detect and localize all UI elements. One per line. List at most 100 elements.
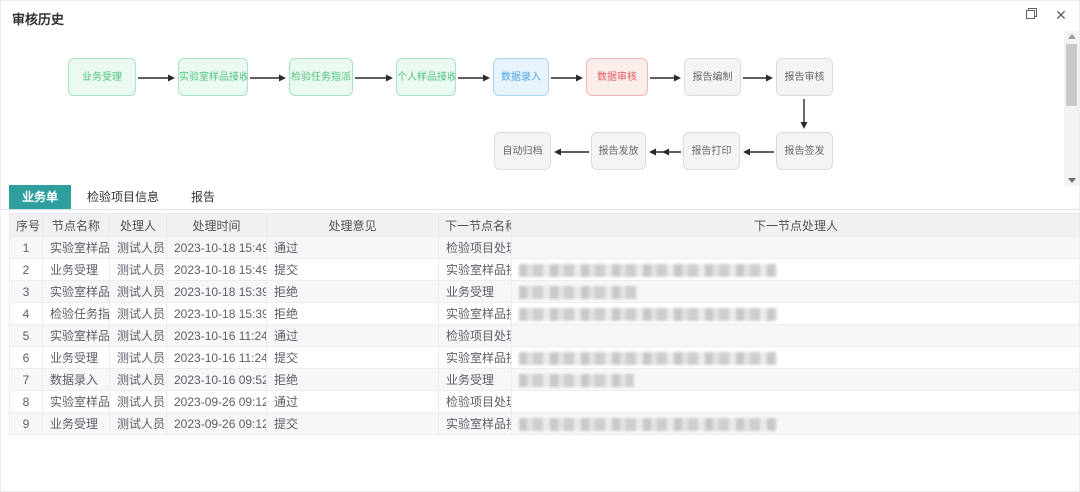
cell-node-name: 实验室样品接收: [42, 236, 110, 259]
cell-next-node: 检验项目处理: [438, 324, 512, 347]
cell-next-node: 实验室样品接收: [438, 258, 512, 281]
redacted-text: [519, 373, 634, 387]
cell-seq: 1: [9, 236, 43, 259]
cell-opinion: 拒绝: [266, 302, 439, 325]
flow-node-current: 数据录入: [493, 58, 549, 96]
cell-seq: 2: [9, 258, 43, 281]
cell-time: 2023-10-18 15:39:49: [166, 302, 267, 325]
cell-next-node: 业务受理: [438, 280, 512, 303]
column-header-handler: 处理人: [109, 213, 167, 237]
table-row[interactable]: 4检验任务指派测试人员2023-10-18 15:39:49拒绝实验室样品接收: [9, 302, 1079, 325]
redacted-text: [519, 307, 777, 321]
restore-icon: [1025, 7, 1038, 23]
cell-next-node: 实验室样品接收: [438, 302, 512, 325]
tab-business-order[interactable]: 业务单: [9, 185, 72, 209]
cell-opinion: 通过: [266, 324, 439, 347]
redacted-text: [519, 263, 777, 277]
cell-seq: 3: [9, 280, 43, 303]
scroll-up-icon[interactable]: [1068, 34, 1076, 39]
cell-seq: 4: [9, 302, 43, 325]
flow-node-done: 个人样品接收: [396, 58, 456, 96]
cell-opinion: 提交: [266, 258, 439, 281]
cell-handler: 测试人员: [109, 302, 167, 325]
cell-next-handler: [511, 302, 1079, 325]
cell-node-name: 业务受理: [42, 258, 110, 281]
table-row[interactable]: 3实验室样品接收测试人员2023-10-18 15:39:57拒绝业务受理: [9, 280, 1079, 303]
cell-opinion: 提交: [266, 346, 439, 369]
column-header-next-node: 下一节点名称: [438, 213, 512, 237]
cell-seq: 7: [9, 368, 43, 391]
redacted-text: [519, 351, 777, 365]
close-button[interactable]: ✕: [1053, 7, 1069, 23]
flow-node-done: 实验室样品接收: [178, 58, 248, 96]
cell-node-name: 实验室样品接收: [42, 280, 110, 303]
table-row[interactable]: 5实验室样品接收测试人员2023-10-16 11:24:28通过检验项目处理: [9, 324, 1079, 347]
flow-node-pending: 报告发放: [591, 132, 646, 170]
cell-time: 2023-10-18 15:49:40: [166, 258, 267, 281]
flow-node-done: 检验任务指派: [289, 58, 353, 96]
cell-handler: 测试人员: [109, 236, 167, 259]
column-header-node-name: 节点名称: [42, 213, 110, 237]
flow-node-done: 业务受理: [68, 58, 136, 96]
table-header-row: 序号 节点名称 处理人 处理时间 处理意见 下一节点名称 下一节点处理人: [9, 213, 1079, 237]
cell-next-handler: [511, 346, 1079, 369]
cell-node-name: 实验室样品接收: [42, 324, 110, 347]
cell-node-name: 实验室样品接收: [42, 390, 110, 413]
flow-node-pending: 报告审核: [776, 58, 833, 96]
cell-opinion: 拒绝: [266, 368, 439, 391]
cell-opinion: 提交: [266, 412, 439, 435]
cell-opinion: 通过: [266, 390, 439, 413]
cell-next-node: 业务受理: [438, 368, 512, 391]
cell-handler: 测试人员: [109, 412, 167, 435]
vertical-scrollbar[interactable]: [1064, 31, 1079, 186]
cell-next-handler: [511, 390, 1079, 413]
cell-next-handler: [511, 258, 1079, 281]
cell-next-handler: [511, 368, 1079, 391]
dialog-title: 审核历史: [12, 12, 65, 27]
flow-node-pending: 报告打印: [683, 132, 740, 170]
cell-next-handler: [511, 412, 1079, 435]
column-header-seq: 序号: [9, 213, 43, 237]
cell-seq: 9: [9, 412, 43, 435]
cell-handler: 测试人员: [109, 324, 167, 347]
tab-report[interactable]: 报告: [191, 190, 216, 204]
flow-node-pending: 报告签发: [776, 132, 833, 170]
flow-node-pending: 自动归档: [494, 132, 551, 170]
cell-opinion: 通过: [266, 236, 439, 259]
cell-next-handler: [511, 280, 1079, 303]
cell-next-node: 实验室样品接收: [438, 346, 512, 369]
cell-handler: 测试人员: [109, 258, 167, 281]
table-row[interactable]: 8实验室样品接收测试人员2023-09-26 09:12:32通过检验项目处理: [9, 390, 1079, 413]
cell-time: 2023-09-26 09:12:21: [166, 412, 267, 435]
redacted-text: [519, 417, 777, 431]
scrollbar-thumb[interactable]: [1066, 44, 1077, 106]
restore-button[interactable]: [1023, 7, 1039, 23]
cell-node-name: 业务受理: [42, 412, 110, 435]
scroll-down-icon[interactable]: [1068, 178, 1076, 183]
column-header-next-handler: 下一节点处理人: [511, 213, 1079, 237]
cell-time: 2023-10-16 11:24:21: [166, 346, 267, 369]
cell-node-name: 业务受理: [42, 346, 110, 369]
cell-handler: 测试人员: [109, 346, 167, 369]
cell-next-handler: [511, 324, 1079, 347]
cell-seq: 8: [9, 390, 43, 413]
tab-inspection-item-info[interactable]: 检验项目信息: [87, 190, 160, 204]
table-row[interactable]: 1实验室样品接收测试人员2023-10-18 15:49:44通过检验项目处理: [9, 236, 1079, 259]
tab-bar: 业务单 检验项目信息 报告: [1, 185, 1079, 210]
cell-handler: 测试人员: [109, 390, 167, 413]
cell-node-name: 数据录入: [42, 368, 110, 391]
cell-next-handler: [511, 236, 1079, 259]
cell-handler: 测试人员: [109, 280, 167, 303]
close-icon: ✕: [1055, 7, 1067, 23]
cell-time: 2023-10-16 11:24:28: [166, 324, 267, 347]
cell-opinion: 拒绝: [266, 280, 439, 303]
column-header-opinion: 处理意见: [266, 213, 439, 237]
window-controls: ✕: [1023, 7, 1069, 23]
flow-node-rejected: 数据审核: [586, 58, 648, 96]
